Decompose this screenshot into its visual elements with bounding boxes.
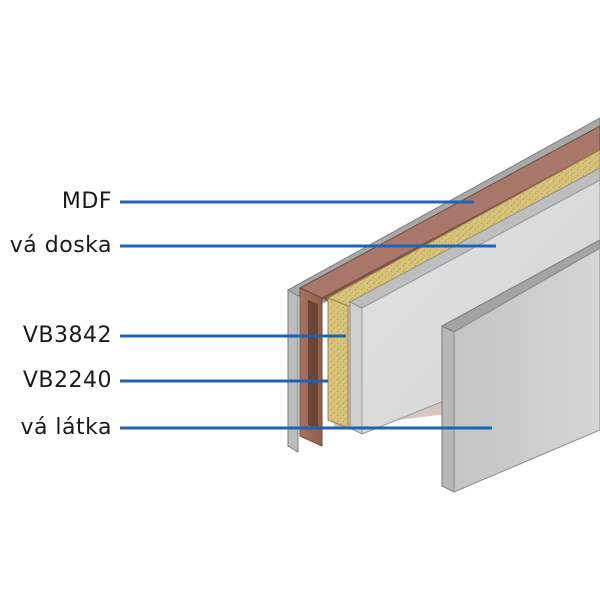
label-mdf: MDF: [61, 189, 112, 214]
fabric-panel: [440, 239, 600, 493]
label-board: vá doska: [9, 233, 112, 258]
label-fabric: vá látka: [20, 415, 112, 440]
label-vb3842: VB3842: [22, 323, 112, 348]
leader-lines: [120, 200, 496, 430]
label-vb2240: VB2240: [22, 368, 112, 393]
